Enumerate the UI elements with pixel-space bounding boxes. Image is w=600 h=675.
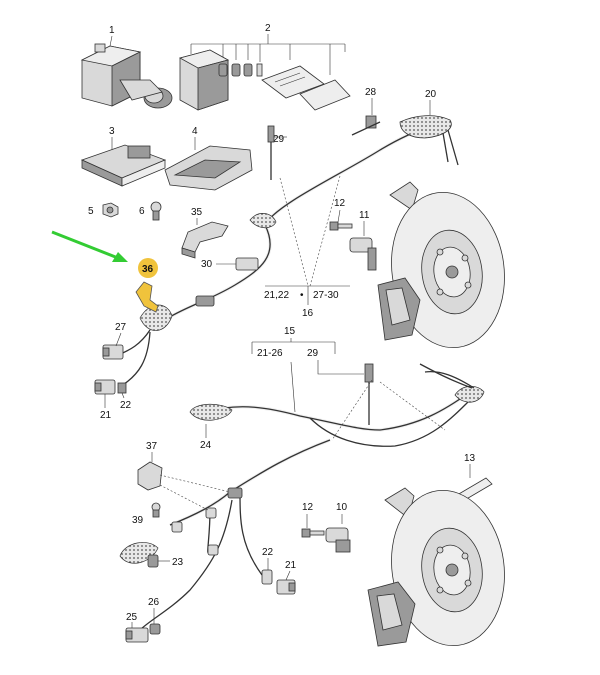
callout-11: 11 [359, 210, 370, 221]
abs-control-unit[interactable] [80, 43, 173, 109]
cable-clip-mid[interactable] [364, 363, 374, 425]
connector-25[interactable] [125, 627, 149, 643]
cable-clip-top[interactable] [267, 125, 275, 180]
grommet-22[interactable] [117, 382, 127, 394]
range-dot: • [300, 290, 304, 301]
harness-junction [227, 487, 243, 499]
control-module[interactable] [178, 49, 230, 111]
callout-29-mid: 29 [307, 348, 319, 359]
callout-21-lower: 21 [285, 560, 297, 571]
bracket-35[interactable] [181, 221, 229, 259]
callout-1: 1 [109, 25, 115, 36]
callout-4: 4 [192, 126, 198, 137]
callout-10: 10 [336, 502, 348, 513]
range-21-22: 21,22 [264, 290, 289, 301]
callout-6: 6 [139, 206, 145, 217]
callout-5: 5 [88, 206, 94, 217]
speed-sensor-11[interactable] [349, 237, 377, 271]
grommets[interactable] [218, 63, 263, 77]
bolt[interactable] [150, 201, 162, 221]
connector-24[interactable] [189, 403, 233, 421]
callout-12-upper: 12 [334, 198, 346, 209]
callout-24: 24 [200, 440, 212, 451]
callout-12-lower: 12 [302, 502, 314, 513]
green-pointer-arrow [51, 230, 128, 262]
callout-27: 27 [115, 322, 127, 333]
speed-sensor-10[interactable] [325, 527, 351, 553]
callout-29-top: 29 [273, 134, 285, 145]
brake-disc-lower [367, 487, 505, 647]
sensor-module[interactable] [80, 144, 167, 187]
callout-30: 30 [201, 259, 213, 270]
bolt-39[interactable] [151, 502, 161, 518]
instruction-sheets [261, 65, 351, 111]
connector-27[interactable] [102, 344, 124, 360]
callout-13: 13 [464, 453, 476, 464]
bolt-12-lower[interactable] [301, 528, 325, 538]
range-21-26: 21-26 [257, 348, 283, 359]
nut[interactable] [102, 202, 119, 218]
range-27-30: 27-30 [313, 290, 339, 301]
callout-2: 2 [265, 23, 271, 34]
callout-22-lower: 22 [262, 547, 274, 558]
mounting-bracket[interactable] [164, 145, 253, 191]
brake-disc-upper [377, 181, 505, 349]
callout-20: 20 [425, 89, 437, 100]
callout-26: 26 [148, 597, 160, 608]
bracket-36[interactable] [135, 281, 159, 313]
connector-21-lower[interactable] [276, 579, 296, 595]
callout-22-upper: 22 [120, 400, 132, 411]
callout-28: 28 [365, 87, 377, 98]
connector-22-lower[interactable] [261, 569, 273, 585]
cable-clip-30[interactable] [195, 257, 259, 307]
bracket-37[interactable] [137, 461, 163, 491]
highlight-badge-36 [138, 258, 158, 278]
sensor-grommet-20[interactable] [399, 115, 452, 139]
callout-37: 37 [146, 441, 158, 452]
callout-25: 25 [126, 612, 138, 623]
callout-36: 36 [142, 264, 154, 275]
callout-3: 3 [109, 126, 115, 137]
callout-15: 15 [284, 326, 296, 337]
callout-21-upper: 21 [100, 410, 112, 421]
bolt-12-upper[interactable] [329, 221, 353, 231]
callout-16: 16 [302, 308, 314, 319]
callout-23: 23 [172, 557, 184, 568]
retainer-clip[interactable] [351, 115, 381, 136]
connector-21[interactable] [94, 379, 116, 395]
callout-35: 35 [191, 207, 203, 218]
grommet-26[interactable] [149, 623, 161, 635]
callout-39: 39 [132, 515, 144, 526]
